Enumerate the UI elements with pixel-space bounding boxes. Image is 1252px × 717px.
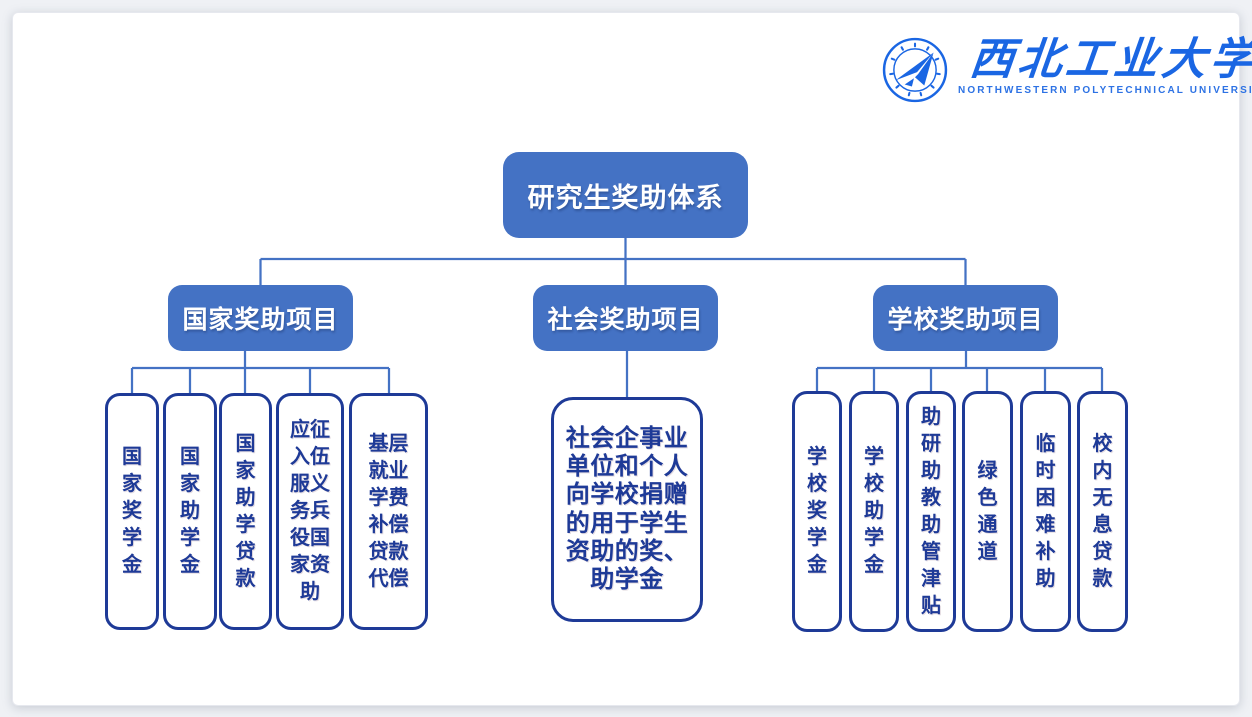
root-node: 研究生奖助体系 [503, 152, 748, 238]
branch-node-national: 国家奖助项目 [168, 285, 353, 351]
university-logo: 西北工业大学 NORTHWESTERN POLYTECHNICAL UNIVER… [882, 34, 1252, 103]
leaf-military-service-funding: 应征 入伍 服义 务兵 役国 家资 助 [276, 393, 344, 630]
leaf-green-channel: 绿 色 通 道 [962, 391, 1013, 632]
leaf-campus-interest-free-loan: 校 内 无 息 贷 款 [1077, 391, 1128, 632]
root-node-label: 研究生奖助体系 [527, 182, 724, 213]
branch-label: 社会奖助项目 [547, 306, 704, 334]
leaf-grassroots-loan-compensation: 基层 就业 学费 补偿 贷款 代偿 [349, 393, 428, 630]
leaf-national-scholarship: 国 家 奖 学 金 [105, 393, 159, 630]
leaf-national-student-loan: 国 家 助 学 贷 款 [219, 393, 272, 630]
branch-label: 国家奖助项目 [182, 306, 339, 334]
leaf-national-grant: 国 家 助 学 金 [163, 393, 217, 630]
branch-node-school: 学校奖助项目 [873, 285, 1058, 351]
branch-label: 学校奖助项目 [887, 306, 1044, 334]
leaf-social-donation-fund: 社会企事业 单位和个人 向学校捐赠 的用于学生 资助的奖、 助学金 [551, 397, 703, 622]
university-name-cn: 西北工业大学 [967, 34, 1252, 85]
leaf-school-grant: 学 校 助 学 金 [849, 391, 899, 632]
logo-wordmark: 西北工业大学 NORTHWESTERN POLYTECHNICAL UNIVER… [958, 34, 1252, 97]
leaf-temporary-hardship-subsidy: 临 时 困 难 补 助 [1020, 391, 1071, 632]
university-name-en: NORTHWESTERN POLYTECHNICAL UNIVERSITY [958, 85, 1252, 97]
npu-emblem-icon [882, 37, 948, 103]
leaf-school-scholarship: 学 校 奖 学 金 [792, 391, 842, 632]
leaf-assistantship-allowance: 助 研 助 教 助 管 津 贴 [906, 391, 956, 632]
branch-node-social: 社会奖助项目 [533, 285, 718, 351]
